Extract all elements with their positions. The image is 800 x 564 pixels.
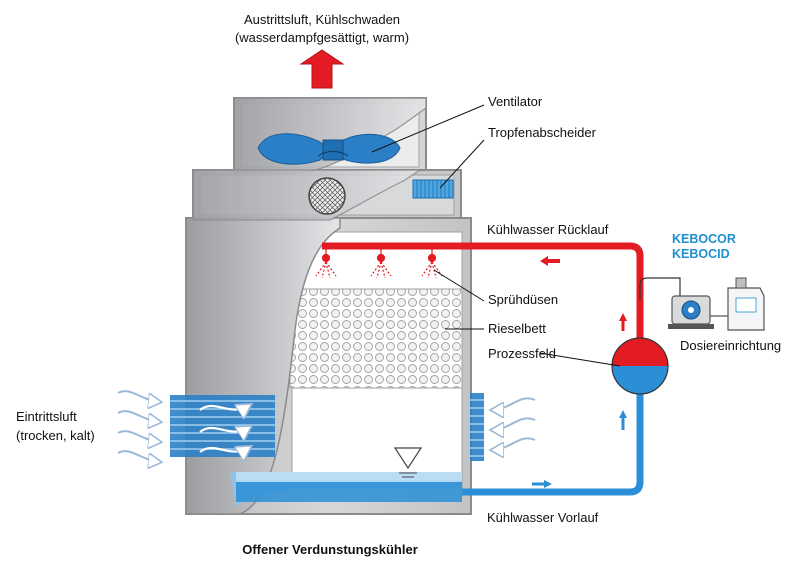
intake-label-line1: Eintrittsluft [16, 409, 77, 424]
exhaust-label-line2: (wasserdampfgesättigt, warm) [235, 30, 409, 45]
product-label-kebocor: KEBOCOR [672, 232, 736, 246]
return-water-pipe [322, 242, 644, 344]
water-level-icon [393, 447, 423, 478]
water-basin [230, 472, 462, 506]
process-field [611, 337, 669, 395]
return-water-label: Kühlwasser Rücklauf [487, 222, 609, 237]
cutaway-middle [192, 169, 422, 221]
leader-lines [371, 104, 621, 367]
spray-nozzles [315, 246, 443, 279]
drift-eliminator-label: Tropfenabscheider [488, 125, 597, 140]
intake-label-line2: (trocken, kalt) [16, 428, 95, 443]
flow-arrow-up-hot [619, 313, 627, 331]
fan-guard-mesh [308, 177, 346, 215]
product-label-kebocid: KEBOCID [672, 247, 730, 261]
fan-label: Ventilator [488, 94, 543, 109]
fan [257, 133, 401, 165]
fill-bed-label: Rieselbett [488, 321, 546, 336]
fill-bed [289, 288, 463, 389]
flow-arrow-return [540, 256, 560, 266]
diagram-caption: Offener Verdunstungskühler [242, 542, 418, 557]
intake-louvers-left [170, 395, 275, 457]
intake-louvers-right [470, 393, 484, 461]
dosing-line [639, 277, 681, 300]
flow-arrow-up-cold [619, 410, 627, 430]
internal-air-arrows [199, 405, 250, 452]
chemical-canister [710, 277, 765, 331]
intake-air-arrows-right [492, 397, 536, 450]
exhaust-arrow [299, 49, 345, 89]
dosing-pump [668, 295, 714, 329]
supply-water-pipe [462, 388, 644, 496]
process-field-label: Prozessfeld [488, 346, 556, 361]
intake-air-arrows-left [117, 390, 160, 462]
exhaust-label-line1: Austrittsluft, Kühlschwaden [244, 12, 400, 27]
spray-nozzles-label: Sprühdüsen [488, 292, 558, 307]
drift-eliminator [412, 179, 454, 199]
supply-water-label: Kühlwasser Vorlauf [487, 510, 599, 525]
flow-arrow-supply [532, 480, 552, 488]
dosing-label: Dosiereinrichtung [680, 338, 781, 353]
